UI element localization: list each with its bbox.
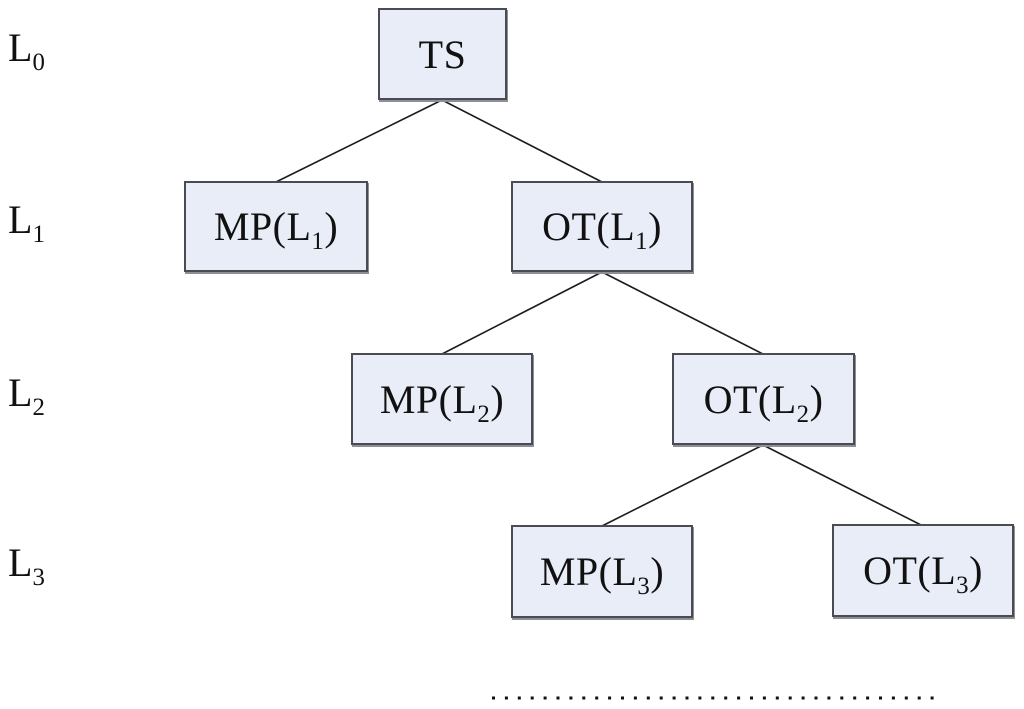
- node-label: OT(L1): [542, 203, 662, 254]
- level-label-base: L: [8, 197, 33, 242]
- node-label-subscript: 1: [635, 228, 649, 255]
- node-label-subscript: 1: [311, 228, 325, 255]
- node-ot-l2: OT(L2): [672, 353, 855, 445]
- level-label-l1: L1: [8, 197, 45, 247]
- node-mp-l1: MP(L1): [184, 181, 368, 272]
- edge-ot2-mp3: [601, 444, 764, 527]
- node-label-suffix: ): [650, 549, 665, 594]
- level-label-subscript: 0: [32, 49, 45, 76]
- edge-ts-ot1: [441, 99, 603, 183]
- node-label: TS: [419, 31, 467, 78]
- node-label-suffix: ): [324, 204, 339, 249]
- level-label-base: L: [8, 540, 33, 585]
- node-label: MP(L2): [379, 376, 505, 427]
- node-label-text: OT(L: [542, 204, 636, 249]
- node-label-text: OT(L: [863, 548, 957, 593]
- node-label: MP(L1): [213, 203, 339, 254]
- node-label-text: MP(L: [539, 549, 638, 594]
- node-label-suffix: ): [490, 376, 505, 422]
- level-label-l2: L2: [8, 370, 45, 420]
- node-label-subscript: 2: [477, 400, 491, 428]
- node-label-text: MP(L: [213, 204, 312, 249]
- level-label-l3: L3: [8, 540, 45, 590]
- node-label-subscript: 3: [956, 572, 970, 599]
- level-label-subscript: 3: [32, 564, 45, 591]
- node-label: OT(L2): [703, 376, 824, 427]
- node-label-subscript: 2: [796, 400, 810, 428]
- node-label-suffix: ): [969, 548, 983, 593]
- level-label-base: L: [8, 370, 33, 415]
- node-ts: TS: [378, 8, 507, 100]
- node-mp-l2: MP(L2): [351, 353, 533, 445]
- node-label-subscript: 3: [637, 573, 651, 600]
- edge-ot1-ot2: [601, 271, 764, 355]
- node-label-suffix: ): [648, 204, 662, 249]
- edge-ts-mp1: [275, 99, 443, 183]
- level-label-l0: L0: [8, 25, 45, 75]
- node-label-text: OT(L: [703, 376, 797, 422]
- level-label-base: L: [8, 25, 33, 70]
- node-ot-l3: OT(L3): [832, 524, 1014, 617]
- node-label-text: MP(L: [379, 376, 478, 422]
- node-label-text: TS: [418, 31, 467, 77]
- level-label-subscript: 2: [32, 394, 45, 421]
- edge-ot1-mp2: [441, 271, 603, 355]
- level-label-subscript: 1: [32, 221, 45, 248]
- node-label: OT(L3): [863, 547, 983, 598]
- node-label: MP(L3): [539, 548, 665, 599]
- node-ot-l1: OT(L1): [511, 181, 693, 272]
- node-label-suffix: ): [809, 376, 824, 422]
- node-mp-l3: MP(L3): [511, 525, 693, 618]
- edge-ot2-ot3: [762, 444, 924, 527]
